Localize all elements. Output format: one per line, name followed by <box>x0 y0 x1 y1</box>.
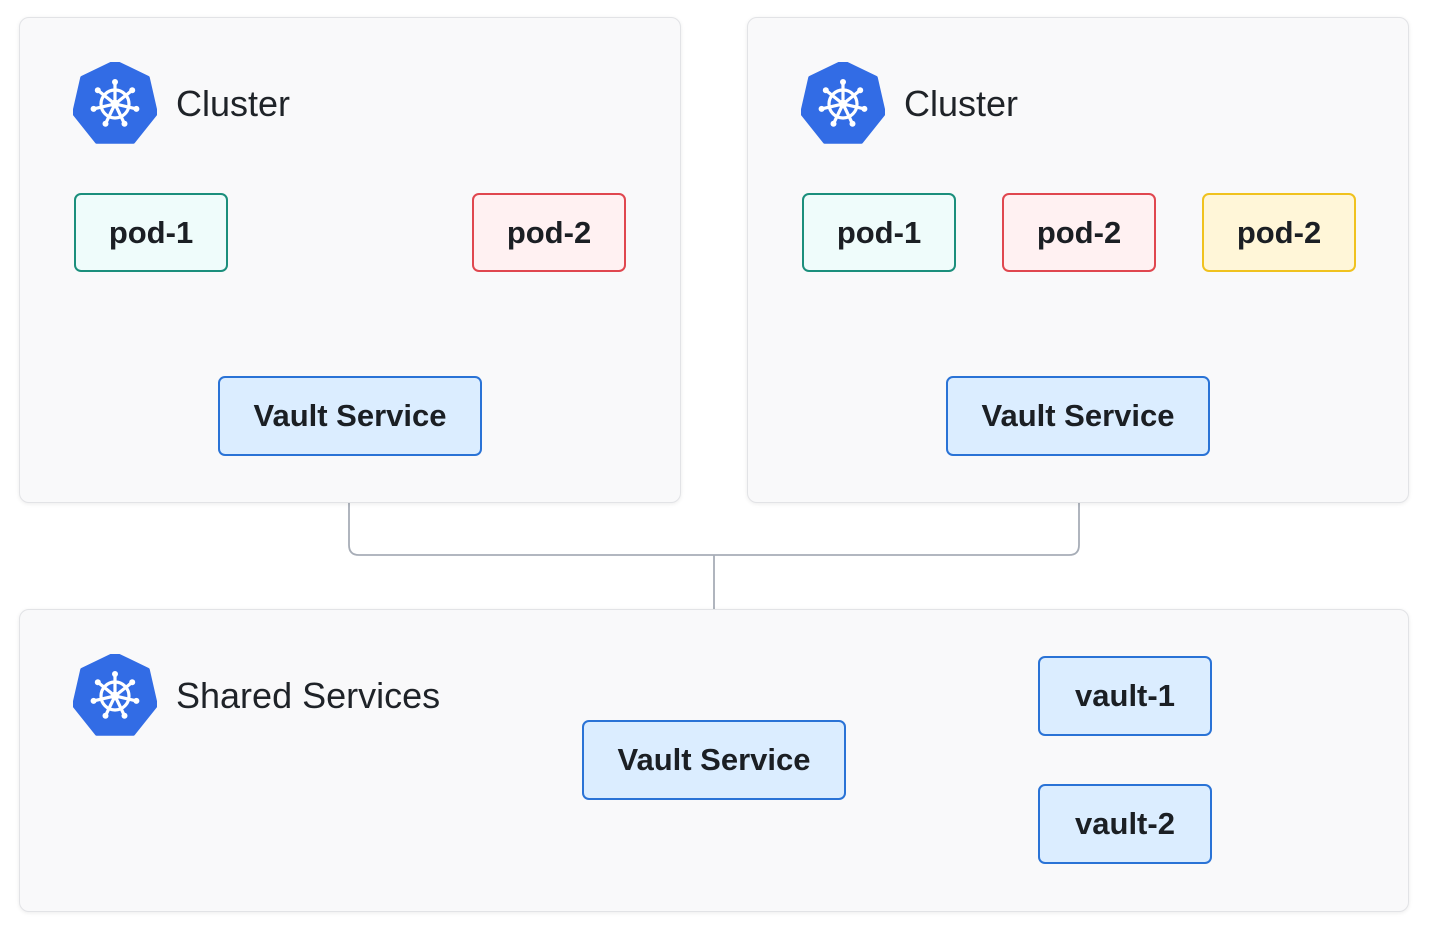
cluster-title-1: Cluster <box>176 83 291 124</box>
kubernetes-icon <box>72 60 158 146</box>
vault-node-2[interactable]: vault-2 <box>1038 784 1212 864</box>
cluster-2-pod-1[interactable]: pod-1 <box>802 193 956 272</box>
cluster-2-pod-3[interactable]: pod-2 <box>1202 193 1356 272</box>
kubernetes-icon <box>72 652 158 738</box>
shared-vault-service[interactable]: Vault Service <box>582 720 846 800</box>
cluster-1-vault-service[interactable]: Vault Service <box>218 376 482 456</box>
kubernetes-icon <box>800 60 886 146</box>
cluster-2-pod-2[interactable]: pod-2 <box>1002 193 1156 272</box>
cluster-2-vault-service[interactable]: Vault Service <box>946 376 1210 456</box>
cluster-1-pod-1[interactable]: pod-1 <box>74 193 228 272</box>
cluster-1-pod-2[interactable]: pod-2 <box>472 193 626 272</box>
vault-node-1[interactable]: vault-1 <box>1038 656 1212 736</box>
shared-services-title: Shared Services <box>176 675 441 716</box>
cluster-title-2: Cluster <box>904 83 1019 124</box>
